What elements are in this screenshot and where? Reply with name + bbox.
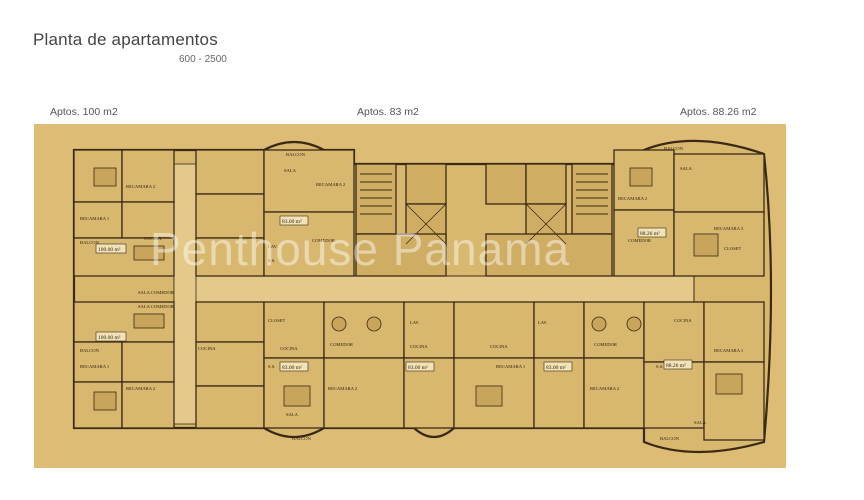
- label-lav-h: LAV.: [538, 320, 548, 325]
- label-cocina-b: COCINA: [198, 346, 216, 351]
- room-labels: RECAMARA 1 RECAMARA 2 BALCON SALA COMEDO…: [80, 146, 744, 441]
- corridor: [173, 275, 695, 303]
- label-recamara2-e: RECAMARA 2: [328, 386, 358, 391]
- label-cocina-e: COCINA: [280, 346, 298, 351]
- label-sala-comedor-a: SALA COMEDOR: [138, 290, 175, 295]
- label-closet-e: CLOSET: [268, 318, 286, 323]
- apartment-100-top: [73, 149, 265, 277]
- corridor-left: [173, 163, 197, 425]
- label-recamara1-b: RECAMARA 1: [80, 364, 110, 369]
- label-balcon-i: BALCON: [660, 436, 680, 441]
- section-label-left: Aptos. 100 m2: [50, 106, 118, 118]
- area-8826-bottom: 88.26 m²: [666, 363, 686, 369]
- label-balcon-b: BALCON: [80, 348, 100, 353]
- label-cocina-g: COCINA: [490, 344, 508, 349]
- label-recamara2-h: RECAMARA 2: [590, 386, 620, 391]
- label-recamara3-d: RECAMARA 3: [714, 226, 744, 231]
- label-comedor-c: COMEDOR: [312, 238, 336, 243]
- label-cocina-a: COCINA: [144, 236, 162, 241]
- floor-plan-svg: RECAMARA 1 RECAMARA 2 BALCON SALA COMEDO…: [34, 124, 786, 468]
- label-cocina-i: COCINA: [674, 318, 692, 323]
- label-comedor-d: COMEDOR: [628, 238, 652, 243]
- label-ss-e: S.S.: [268, 364, 275, 369]
- label-lav-c: LAV.: [268, 244, 278, 249]
- label-balcon-d: BALCON: [664, 146, 684, 151]
- area-83-b3: 83.00 m²: [546, 365, 566, 371]
- label-sala-d: SALA: [680, 166, 693, 171]
- label-recamara2-b: RECAMARA 2: [126, 386, 156, 391]
- page-subtitle: 600 - 2500: [179, 54, 227, 65]
- label-ss2-i: S.S. 2: [656, 364, 668, 369]
- area-labels: 100.00 m² 100.00 m² 83.00 m² 83.00 m² 83…: [95, 215, 693, 372]
- label-recamara1-i: RECAMARA 1: [714, 348, 744, 353]
- furniture: [93, 167, 743, 411]
- area-83-top: 83.00 m²: [282, 219, 302, 225]
- floor-plan: RECAMARA 1 RECAMARA 2 BALCON SALA COMEDO…: [34, 124, 786, 468]
- label-recamara1-a: RECAMARA 1: [80, 216, 110, 221]
- label-comedor-h: COMEDOR: [594, 342, 618, 347]
- apartment-100-bottom: [73, 301, 265, 429]
- section-label-center: Aptos. 83 m2: [357, 106, 419, 118]
- building-core: [355, 163, 613, 277]
- label-recamara1-g: RECAMARA 1: [496, 364, 526, 369]
- label-sala-e: SALA: [286, 412, 299, 417]
- label-ss-c: S.S.: [268, 258, 275, 263]
- area-83-b1: 83.00 m²: [282, 365, 302, 371]
- label-recamara2-a: RECAMARA 2: [126, 184, 156, 189]
- apartment-83-top: [263, 149, 355, 277]
- label-balcon-e: BALCON: [292, 436, 312, 441]
- section-label-right: Aptos. 88.26 m2: [680, 106, 757, 118]
- label-closet-d: CLOSET: [724, 246, 742, 251]
- label-cocina-f: COCINA: [410, 344, 428, 349]
- label-balcon-a: BALCON: [80, 240, 100, 245]
- label-sala-comedor-b: SALA COMEDOR: [138, 304, 175, 309]
- page-title: Planta de apartamentos: [33, 30, 218, 49]
- area-83-b2: 83.00 m²: [408, 365, 428, 371]
- elevator-marks: [405, 203, 567, 245]
- label-recamara2-c: RECAMARA 2: [316, 182, 346, 187]
- area-8826-top: 88.26 m²: [640, 231, 660, 237]
- stair-hatching: [360, 173, 608, 215]
- label-comedor-e: COMEDOR: [330, 342, 354, 347]
- label-lav-f: LAV.: [410, 320, 420, 325]
- label-balcon-c: BALCON: [286, 152, 306, 157]
- area-100-bottom: 100.00 m²: [98, 335, 121, 341]
- label-recamara2-d: RECAMARA 2: [618, 196, 648, 201]
- label-sala-i: SALA: [694, 420, 707, 425]
- label-sala-c: SALA: [284, 168, 297, 173]
- area-100-top: 100.00 m²: [98, 247, 121, 253]
